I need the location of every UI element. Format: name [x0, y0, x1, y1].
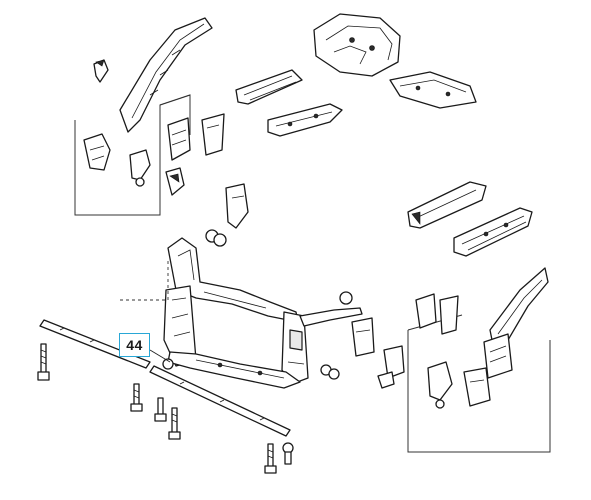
callout-part-44[interactable]: 44 — [119, 333, 150, 357]
bolt-center — [154, 397, 167, 422]
upper-right-panel — [313, 13, 477, 109]
bolt-center-left — [130, 383, 143, 412]
radiator-support-frame — [163, 183, 405, 389]
right-side-members — [407, 181, 533, 257]
lower-left-hardware — [37, 260, 294, 474]
bolt-bottom — [264, 443, 277, 474]
bolt-left — [37, 343, 50, 381]
bolt-center-lower — [168, 407, 181, 440]
nut-bottom — [282, 442, 294, 465]
callout-label: 44 — [126, 337, 143, 353]
upper-left-assembly — [74, 17, 225, 216]
upper-center-members — [235, 69, 343, 137]
lower-right-assembly — [407, 267, 551, 453]
